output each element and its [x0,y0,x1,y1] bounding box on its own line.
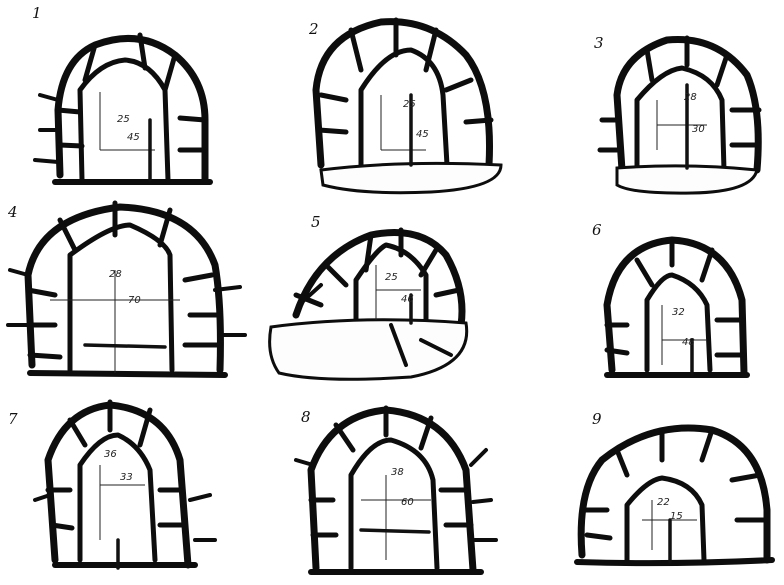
width-label: 70 [128,296,141,306]
panel-1: 1 25 45 [0,0,261,195]
panel-number: 3 [594,36,604,51]
apex-label: 25 [117,115,130,125]
panel-5: 5 25 46 [261,195,522,390]
panel-1-drawing [0,0,261,195]
panel-number: 7 [8,412,18,427]
panel-7: 7 36 33 [0,390,261,585]
apex-label: 28 [109,270,122,280]
panel-7-drawing [0,390,261,585]
apex-label: 32 [672,308,685,318]
panel-number: 1 [32,6,42,21]
apex-label: 28 [684,93,697,103]
panel-3-drawing [522,0,783,195]
width-label: 45 [416,130,429,140]
panel-2-drawing [261,0,522,195]
panel-number: 9 [592,412,602,427]
panel-6-drawing [522,195,783,390]
panel-4: 4 28 70 [0,195,261,390]
panel-4-drawing [0,195,261,390]
width-label: 60 [401,498,414,508]
panel-5-drawing [261,195,522,390]
width-label: 30 [692,125,705,135]
apex-label: 38 [391,468,404,478]
width-label: 45 [127,133,140,143]
panel-number: 4 [8,205,18,220]
width-label: 33 [120,473,133,483]
panel-number: 6 [592,223,602,238]
panel-number: 8 [301,410,311,425]
apex-label: 25 [403,100,416,110]
apex-label: 22 [657,498,670,508]
panel-9: 9 22 15 [522,390,783,585]
width-label: 15 [670,512,683,522]
panel-2: 2 25 45 [261,0,522,195]
panel-6: 6 32 48 [522,195,783,390]
panel-9-drawing [522,390,783,585]
panel-3: 3 28 30 [522,0,783,195]
width-label: 46 [401,295,414,305]
panel-number: 5 [311,215,321,230]
panel-number: 2 [309,22,319,37]
apex-label: 36 [104,450,117,460]
apex-label: 25 [385,273,398,283]
panel-8: 8 38 60 [261,390,522,585]
width-label: 48 [682,338,695,348]
